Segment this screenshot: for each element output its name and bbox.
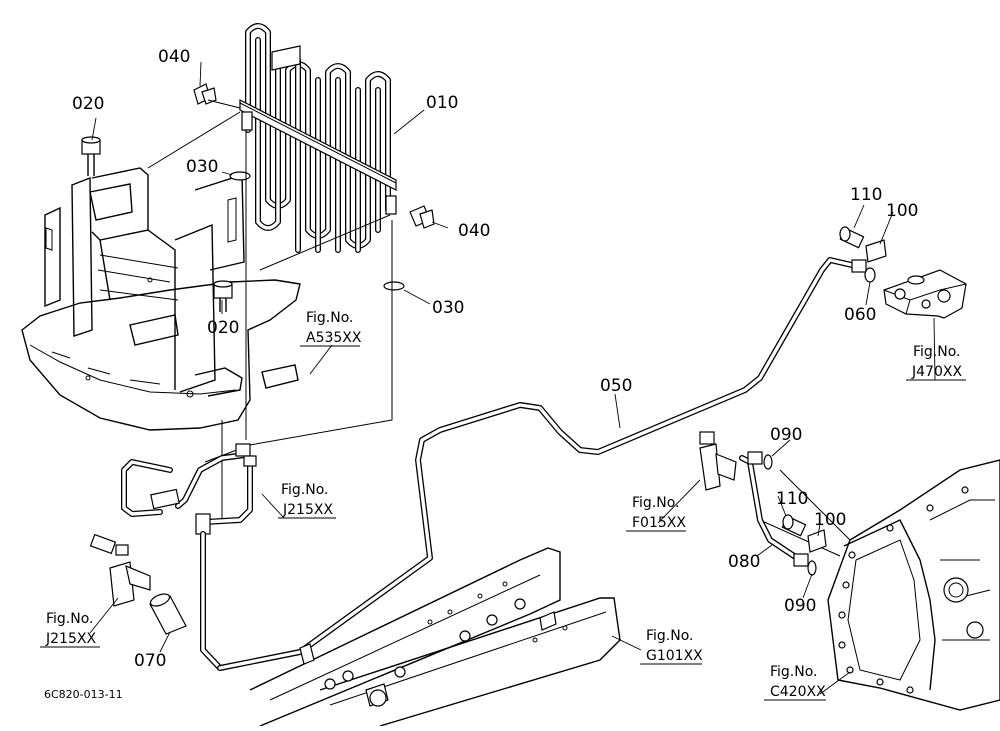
figref-f015[interactable]: Fig.No. F015XX: [626, 495, 686, 532]
svg-text:J215XX: J215XX: [45, 631, 96, 647]
figure-references: Fig.No. A535XX Fig.No. J215XX Fig.No. J2…: [40, 310, 966, 701]
label-090-upper: 090: [770, 425, 802, 445]
oil-cooler-010: [239, 23, 397, 253]
o-ring-060: [864, 267, 876, 283]
label-030-lower: 030: [432, 298, 464, 318]
leader-lines: [89, 61, 936, 695]
sleeve-070: [149, 593, 187, 635]
part-labels: 010 020 020 030 030 040 040 050 060 070 …: [72, 47, 918, 671]
drawing-code: 6C820-013-11: [44, 688, 123, 701]
label-070: 070: [134, 651, 166, 671]
figref-j215-lower[interactable]: Fig.No. J215XX: [40, 611, 100, 648]
label-040-lower: 040: [458, 221, 490, 241]
label-030-upper: 030: [186, 157, 218, 177]
label-020-lower: 020: [207, 318, 239, 338]
svg-text:G101XX: G101XX: [646, 648, 703, 664]
lower-hose-assembly: [121, 443, 257, 671]
bolt-110-lower: [781, 514, 807, 537]
o-ring-030-lower: [383, 281, 405, 291]
label-050: 050: [600, 376, 632, 396]
o-ring-090-upper: [763, 454, 773, 470]
svg-text:C420XX: C420XX: [770, 684, 826, 700]
label-110-lower: 110: [776, 489, 808, 509]
figref-g101[interactable]: Fig.No. G101XX: [640, 628, 703, 665]
lower-left-bracket: [89, 533, 151, 607]
figref-j470[interactable]: Fig.No. J470XX: [906, 344, 966, 381]
o-ring-030-upper: [229, 171, 251, 181]
frame-bracket: [21, 167, 301, 431]
svg-text:J470XX: J470XX: [911, 364, 962, 380]
svg-text:A535XX: A535XX: [306, 330, 362, 346]
chassis-plates: [249, 547, 621, 727]
main-pipe-050: [217, 257, 867, 671]
label-110-upper: 110: [850, 185, 882, 205]
label-060: 060: [844, 305, 876, 325]
label-020-upper: 020: [72, 94, 104, 114]
bracket-f015: [699, 431, 737, 491]
clip-040-lower: [409, 205, 435, 229]
label-010: 010: [426, 93, 458, 113]
label-090-lower: 090: [784, 596, 816, 616]
svg-text:Fig.No.: Fig.No.: [632, 495, 680, 511]
svg-text:F015XX: F015XX: [632, 515, 686, 531]
svg-text:Fig.No.: Fig.No.: [646, 628, 694, 644]
label-100-lower: 100: [814, 510, 846, 530]
svg-text:Fig.No.: Fig.No.: [913, 344, 961, 360]
figref-a535[interactable]: Fig.No. A535XX: [300, 310, 362, 347]
svg-text:J215XX: J215XX: [282, 502, 333, 518]
label-040-upper: 040: [158, 47, 190, 67]
label-100-upper: 100: [886, 201, 918, 221]
svg-text:Fig.No.: Fig.No.: [46, 611, 94, 627]
svg-text:Fig.No.: Fig.No.: [770, 664, 818, 680]
o-ring-090-lower: [807, 560, 817, 576]
clip-040-upper: [193, 83, 217, 105]
pipe-080: [739, 451, 809, 567]
transmission-case: [759, 459, 1000, 711]
svg-text:Fig.No.: Fig.No.: [281, 482, 329, 498]
svg-text:Fig.No.: Fig.No.: [306, 310, 354, 326]
label-080: 080: [728, 552, 760, 572]
bolt-020-lower: [213, 280, 233, 312]
plate-100-upper: [865, 239, 887, 263]
valve-block: [883, 269, 967, 319]
bolt-020-upper: [81, 136, 101, 176]
figref-c420[interactable]: Fig.No. C420XX: [764, 664, 826, 701]
figref-j215-upper[interactable]: Fig.No. J215XX: [278, 482, 336, 519]
bolt-110-upper: [839, 226, 865, 249]
assembly-guide-lines: [147, 99, 393, 520]
